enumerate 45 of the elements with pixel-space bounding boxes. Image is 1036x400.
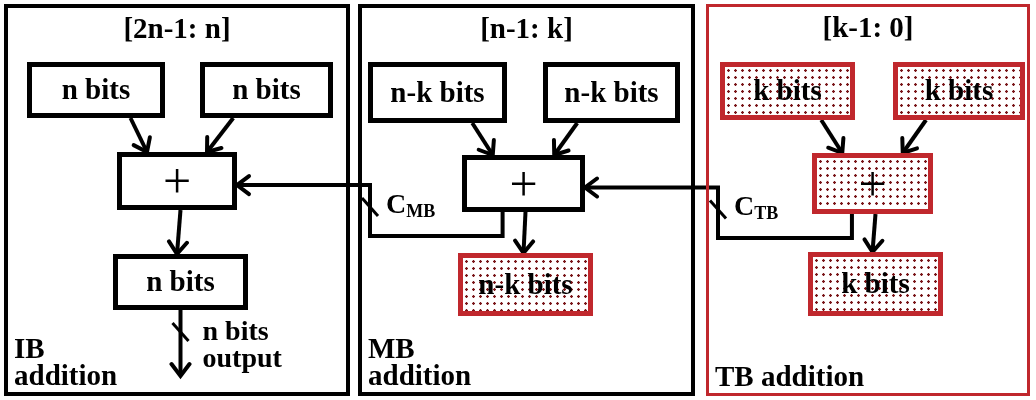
- adder-box: [462, 155, 585, 212]
- bit-width-text: k bits: [841, 270, 910, 298]
- arrow: [167, 209, 189, 256]
- section-label: IB addition: [14, 334, 119, 390]
- bit-range-title: [2n-1: n]: [122, 14, 232, 43]
- bit-width-text: k bits: [753, 77, 822, 105]
- bit-width-text: n bits: [232, 76, 301, 104]
- arrow: [470, 121, 496, 157]
- register-box: [720, 62, 855, 120]
- plus-sign: +: [509, 158, 538, 209]
- arrow: [513, 211, 536, 255]
- section-label: TB addition: [715, 363, 866, 391]
- arrow: [551, 121, 579, 157]
- bit-range-title: [k-1: 0]: [821, 13, 915, 42]
- plus-sign: +: [162, 156, 192, 206]
- register-box: [113, 254, 248, 310]
- bit-width-text: n-k bits: [478, 270, 573, 299]
- arrow: [235, 174, 505, 238]
- plus-sign: +: [858, 158, 887, 209]
- register-box: [27, 62, 165, 118]
- register-box: [368, 62, 507, 123]
- arrow: [128, 117, 152, 154]
- register-box: [543, 62, 680, 123]
- section-panel: [706, 4, 1030, 396]
- register-box: [200, 62, 333, 118]
- register-box: [808, 252, 943, 316]
- register-box: [458, 253, 593, 316]
- arrow: [862, 213, 885, 254]
- arrow: [205, 116, 235, 154]
- register-box: [893, 62, 1025, 120]
- bit-range-title: [n-1: k]: [479, 14, 574, 43]
- arrow: [169, 310, 192, 378]
- bit-width-text: k bits: [924, 77, 994, 105]
- section-panel: [4, 4, 350, 396]
- bit-width-text: n bits: [146, 268, 215, 296]
- adder-box: [812, 153, 933, 214]
- adder-box: [117, 152, 237, 210]
- arrow: [819, 118, 846, 155]
- bit-width-text: n-k bits: [390, 78, 485, 107]
- bit-width-text: n bits: [61, 76, 131, 104]
- section-label: MB addition: [368, 334, 473, 390]
- section-panel: [358, 4, 695, 396]
- arrow: [583, 176, 854, 240]
- arrow: [900, 118, 928, 155]
- bit-width-text: n-k bits: [564, 78, 659, 107]
